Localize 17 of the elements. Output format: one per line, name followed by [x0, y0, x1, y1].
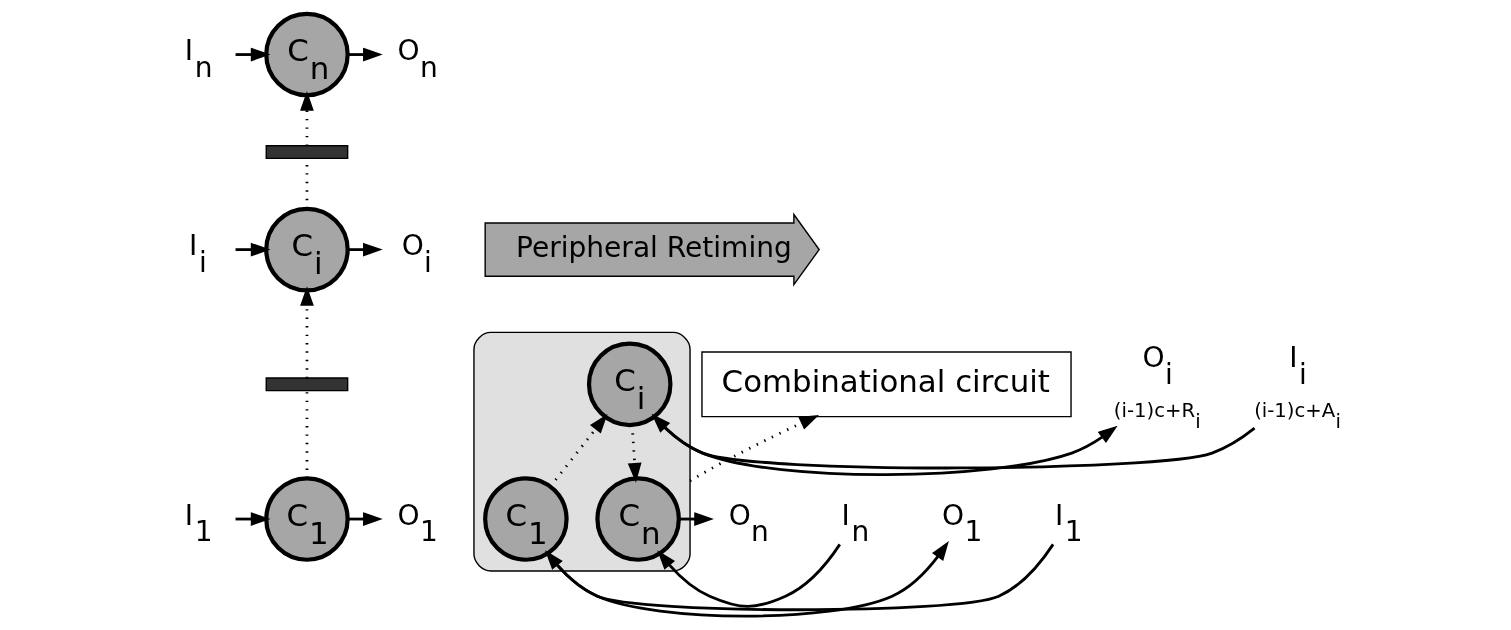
- arrow: [299, 91, 314, 146]
- arrow: [651, 413, 1255, 470]
- arrow: [652, 415, 1118, 477]
- arrow: [347, 47, 383, 62]
- arrow: [548, 413, 608, 488]
- node-box: Combinational circuit: [700, 351, 1072, 418]
- arrow: [546, 540, 949, 618]
- arrow: [235, 47, 270, 62]
- arrow: [347, 242, 383, 257]
- arrow: [656, 543, 841, 608]
- arrow: [544, 543, 1054, 612]
- node-bar: [265, 377, 348, 392]
- arrow: [627, 424, 641, 483]
- arrow: [299, 286, 314, 378]
- arrow: [688, 414, 819, 483]
- arrow: [235, 242, 270, 257]
- node-bar: [265, 145, 348, 160]
